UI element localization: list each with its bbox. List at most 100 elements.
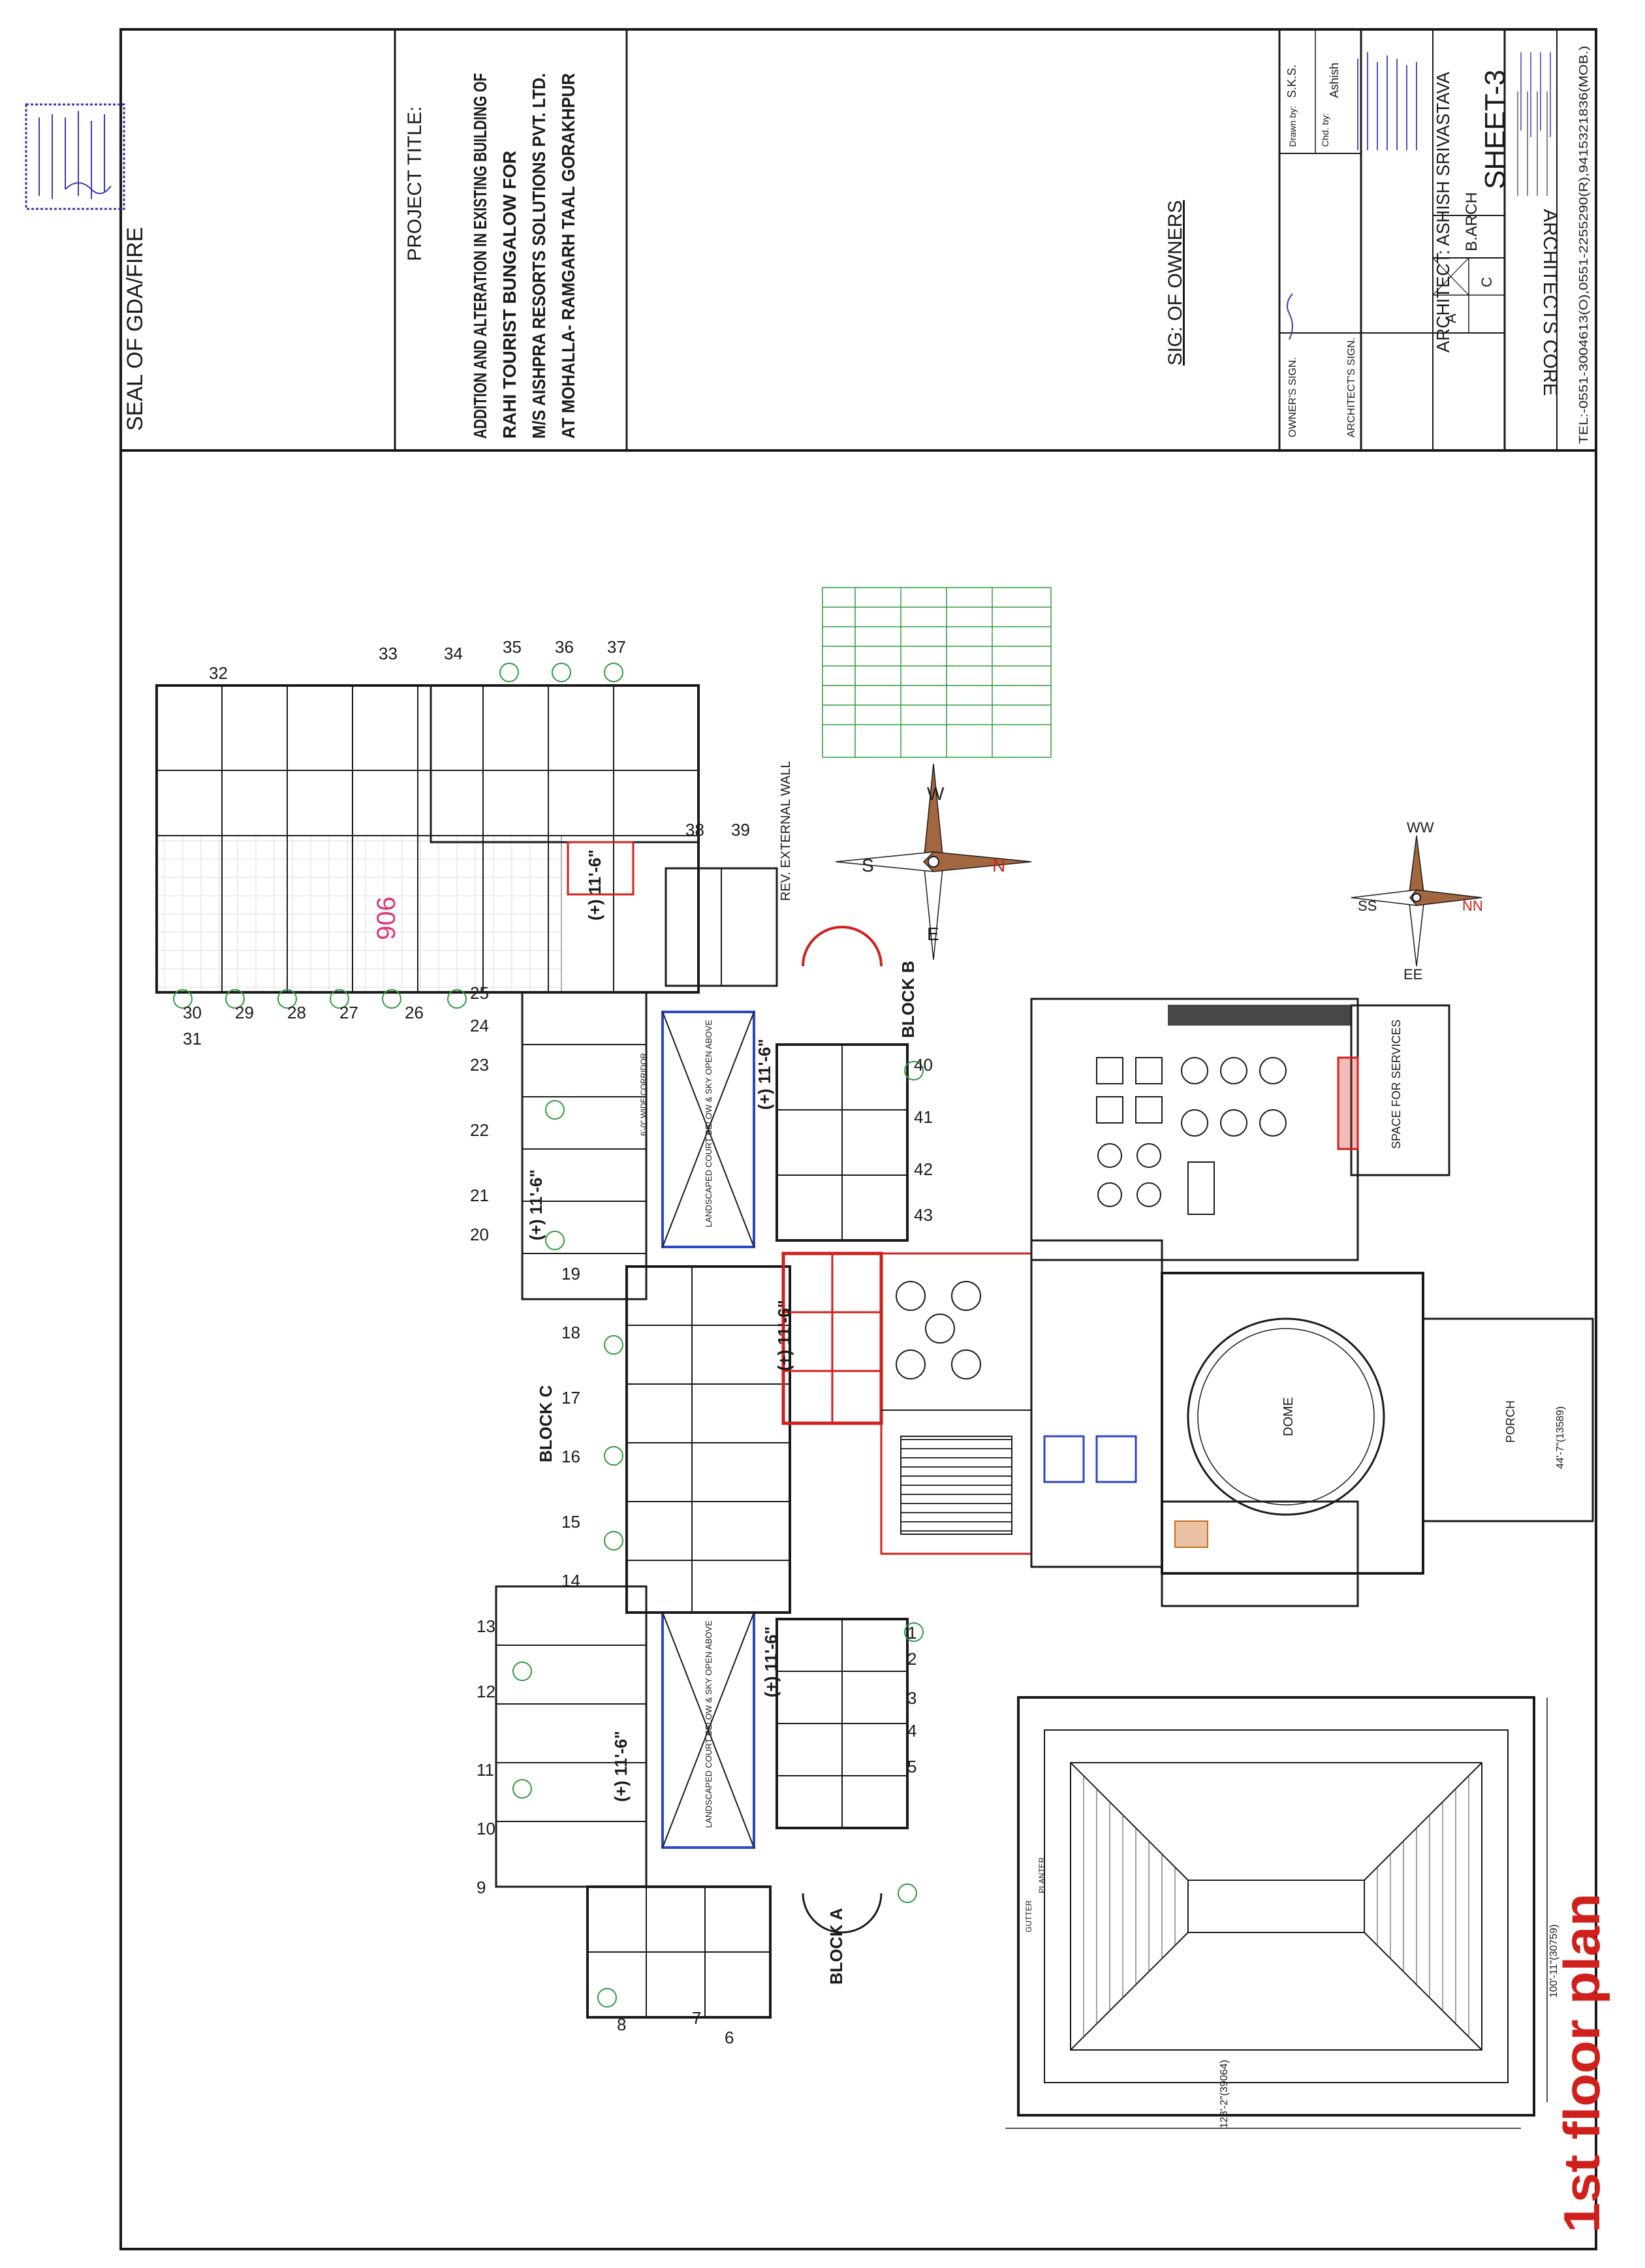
floor-plan <box>155 684 1594 2129</box>
block-a-label: BLOCK A <box>826 1908 846 1985</box>
planter-label: PLANTER <box>1037 1857 1046 1893</box>
svg-text:32: 32 <box>209 663 228 683</box>
svg-text:14: 14 <box>561 1571 580 1590</box>
coa-stamp <box>1520 52 1551 137</box>
svg-text:31: 31 <box>183 1029 202 1048</box>
svg-text:EE: EE <box>1403 966 1422 983</box>
svg-text:18: 18 <box>561 1323 580 1342</box>
checked-by-value: Ashish <box>1328 63 1341 98</box>
dimension-porch: 44'-7"(13589) <box>1555 1406 1566 1469</box>
svg-text:38: 38 <box>685 820 704 840</box>
svg-text:8: 8 <box>617 2015 626 2034</box>
svg-text:NN: NN <box>1462 898 1483 914</box>
svg-text:WW: WW <box>1407 819 1434 836</box>
svg-text:E: E <box>927 924 939 944</box>
svg-text:43: 43 <box>914 1205 933 1225</box>
project-line-3: M/S AISHPRA RESORTS SOLUTIONS PVT. LTD. <box>529 73 549 439</box>
gutter-label: GUTTER <box>1024 1900 1033 1932</box>
dimension-total: 128'-2"(39064) <box>1219 2060 1230 2128</box>
svg-text:37: 37 <box>607 637 626 657</box>
rev-wall-label: REV. EXTERNAL WALL <box>779 761 793 901</box>
svg-text:N: N <box>992 855 1005 875</box>
svg-text:2: 2 <box>907 1649 916 1669</box>
drawn-by-label: Drawn by: <box>1287 106 1298 147</box>
svg-text:33: 33 <box>379 644 398 663</box>
svg-text:13: 13 <box>477 1616 495 1636</box>
architect-stamp-text <box>1357 52 1417 150</box>
level-marks: (+) 11'-6" (+) 11'-6" (+) 11'-6" (+) 11'… <box>526 849 794 1802</box>
svg-text:SS: SS <box>1358 898 1377 914</box>
svg-text:4: 4 <box>907 1721 916 1740</box>
project-line-2: RAHI TOURIST BUNGALOW FOR <box>499 151 520 439</box>
svg-text:10: 10 <box>477 1819 495 1838</box>
svg-text:41: 41 <box>914 1107 933 1127</box>
svg-text:39: 39 <box>731 820 750 840</box>
owners-signature-label: SIG: OF OWNERS <box>1165 200 1186 366</box>
project-title-heading: PROJECT TITLE: <box>404 106 426 261</box>
architect-degree: B.ARCH <box>1463 192 1480 251</box>
compass-rose-1: W S E N <box>835 763 1032 960</box>
dimension-side: 100'-11"(30759) <box>1548 1924 1559 1998</box>
sheet-number: SHEET-3 <box>1479 70 1511 189</box>
svg-text:42: 42 <box>914 1159 933 1179</box>
block-c-label: BLOCK C <box>536 1385 556 1462</box>
svg-text:7: 7 <box>692 2008 701 2028</box>
compass-rose-2: WW SS EE NN <box>1351 819 1483 983</box>
svg-text:9: 9 <box>477 1878 486 1897</box>
svg-text:35: 35 <box>503 637 522 657</box>
svg-text:11: 11 <box>477 1760 494 1780</box>
project-line-1: ADDITION AND ALTERATION IN EXISTING BUIL… <box>470 73 490 439</box>
seal-label: SEAL OF GDA/FIRE <box>123 227 148 431</box>
gda-seal-stamp <box>25 103 125 210</box>
firm-name: ARCHITECTS CORE <box>1539 209 1561 396</box>
room-schedule-table <box>822 587 1052 758</box>
svg-text:S: S <box>862 855 874 875</box>
svg-text:(+) 11'-6": (+) 11'-6" <box>611 1731 631 1802</box>
svg-text:21: 21 <box>470 1186 489 1205</box>
svg-text:(+) 11'-6": (+) 11'-6" <box>755 1039 774 1110</box>
porch-label: PORCH <box>1504 1400 1517 1443</box>
services-label: SPACE FOR SERVICES <box>1390 1020 1403 1149</box>
svg-text:1: 1 <box>907 1623 916 1643</box>
svg-text:22: 22 <box>470 1120 489 1140</box>
courtyard-label-upper: LANDSCAPED COURT BELOW & SKY OPEN ABOVE <box>704 1020 713 1227</box>
architect-name: ARCHITECT: ASHISH SRIVASTAVA <box>1433 72 1453 353</box>
svg-text:36: 36 <box>555 637 574 657</box>
drawn-by-value: S.K.S. <box>1285 65 1298 98</box>
room-markers <box>173 663 924 2008</box>
owners-sign-label: OWNER'S SIGN. <box>1287 357 1298 437</box>
svg-text:30: 30 <box>183 1003 202 1022</box>
svg-text:3: 3 <box>907 1688 916 1708</box>
svg-text:29: 29 <box>235 1003 254 1022</box>
block-b-label: BLOCK B <box>898 961 918 1038</box>
svg-text:17: 17 <box>561 1388 580 1408</box>
svg-text:W: W <box>927 783 945 804</box>
svg-text:12: 12 <box>477 1682 495 1701</box>
pink-mark: 906 <box>372 896 401 940</box>
svg-text:27: 27 <box>339 1003 358 1022</box>
svg-text:26: 26 <box>405 1003 424 1022</box>
svg-text:28: 28 <box>287 1003 306 1022</box>
svg-text:(+) 11'-6": (+) 11'-6" <box>526 1169 546 1240</box>
plan-title: 1st floor plan <box>1553 1893 1610 2233</box>
grid-a: A <box>1443 313 1459 323</box>
svg-text:(+) 11'-6": (+) 11'-6" <box>774 1300 794 1371</box>
room-number-labels: 1 2 3 4 5 6 7 8 9 10 11 12 13 14 15 16 1… <box>183 637 933 2047</box>
svg-text:24: 24 <box>470 1016 489 1035</box>
svg-text:16: 16 <box>561 1447 580 1466</box>
dome-label: DOME <box>1281 1397 1296 1436</box>
svg-text:(+) 11'-6": (+) 11'-6" <box>585 849 604 921</box>
corridor-label: 6'-0" WIDE CORRIDOR <box>639 1052 648 1136</box>
svg-text:40: 40 <box>914 1055 933 1075</box>
svg-text:25: 25 <box>470 983 489 1003</box>
courtyard-label-lower: LANDSCAPED COURT BELOW & SKY OPEN ABOVE <box>704 1620 713 1828</box>
svg-text:34: 34 <box>444 644 463 663</box>
architects-sign-label: ARCHITECT'S SIGN. <box>1346 338 1357 437</box>
svg-text:5: 5 <box>907 1757 916 1776</box>
svg-text:(+) 11'-6": (+) 11'-6" <box>761 1626 781 1697</box>
project-line-4: AT MOHALLA- RAMGARH TAAL GORAKHPUR <box>558 73 578 439</box>
sheet-border <box>119 28 1597 2250</box>
svg-text:20: 20 <box>470 1225 489 1244</box>
